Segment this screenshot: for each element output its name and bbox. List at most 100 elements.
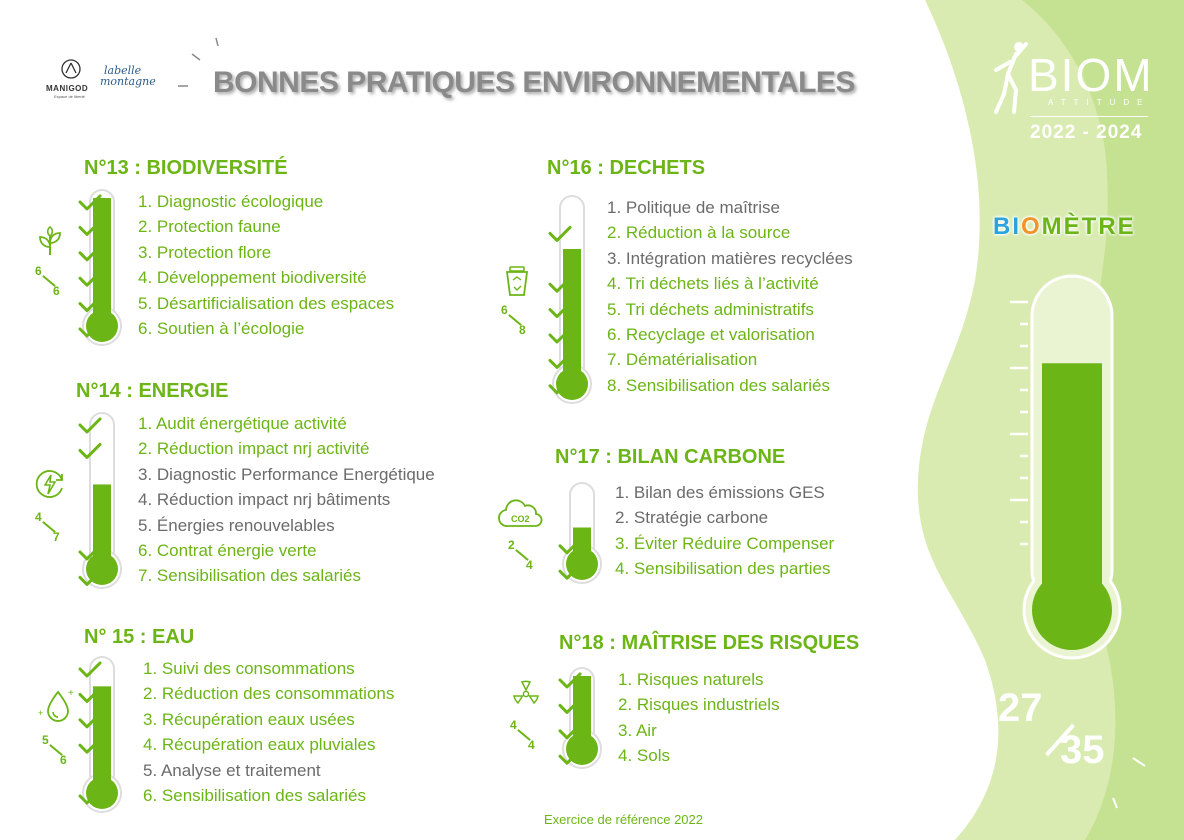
thermometer-energie <box>78 412 122 589</box>
runner-figure-icon <box>994 42 1028 114</box>
thermometer-fill <box>93 198 111 326</box>
check-icon <box>78 788 102 805</box>
section-title-biodiversite: N°13 : BIODIVERSITÉ <box>84 157 288 179</box>
check-icon <box>78 321 102 338</box>
check-icon <box>78 245 102 262</box>
svg-text:+: + <box>38 708 43 718</box>
check-icon <box>558 672 582 689</box>
practice-item: 2. Stratégie carbone <box>615 508 769 528</box>
practice-item: 5. Analyse et traitement <box>143 760 321 780</box>
practice-item: 3. Intégration matières recyclées <box>607 248 853 268</box>
thermometer-fill <box>573 676 591 749</box>
thermometer-fill <box>93 686 111 793</box>
score-rays-decoration <box>961 681 1146 809</box>
biometre-part-3: MÈTRE <box>1041 213 1136 240</box>
score-num: 6 <box>35 264 42 278</box>
rays-decoration <box>178 37 219 87</box>
practice-item: 4. Sensibilisation des parties <box>615 559 831 579</box>
biometre-bulb <box>1032 570 1112 650</box>
practice-item: 2. Réduction impact nrj activité <box>138 439 370 459</box>
plant-icon <box>39 226 61 255</box>
practice-item: 3. Protection flore <box>138 242 272 262</box>
practice-item: 5. Tri déchets administratifs <box>607 299 814 319</box>
check-icon <box>78 686 102 703</box>
thermometer-biodiversite <box>78 189 122 346</box>
thermometer-eau <box>78 656 122 813</box>
thermometer-dechets <box>548 195 592 404</box>
practice-item: 2. Réduction des consommations <box>143 684 395 704</box>
score-den: 4 <box>526 558 533 572</box>
check-icon <box>548 276 572 293</box>
practice-item: 2. Risques industriels <box>618 695 780 715</box>
thermometer-bilan-carbone <box>558 482 602 584</box>
thermometer-bulb <box>86 310 118 342</box>
practice-item: 6. Soutien à l’écologie <box>138 319 305 338</box>
practice-item: 1. Politique de maîtrise <box>607 198 780 217</box>
check-icon <box>78 219 102 236</box>
score-den: 8 <box>519 323 526 337</box>
practice-item: 1. Risques naturels <box>618 670 764 689</box>
manigod-logo-text: MANIGOD <box>46 84 89 93</box>
biometre-part-2: O <box>1021 213 1042 240</box>
check-icon <box>558 538 582 555</box>
check-icon <box>558 748 582 765</box>
labelle-montagne-logo: labelle montagne <box>100 64 156 94</box>
biometre-thermometer <box>1010 274 1122 660</box>
practice-item: 7. Sensibilisation des salariés <box>138 566 362 586</box>
score-den: 6 <box>53 284 60 298</box>
check-icon <box>78 296 102 313</box>
check-icon <box>558 723 582 740</box>
thermometer-fill <box>563 249 581 384</box>
score-den: 4 <box>528 738 535 752</box>
manigod-logo-tagline: Espace de liberté <box>54 94 85 99</box>
score-num: 2 <box>508 538 515 552</box>
practice-item: 6. Sensibilisation des salariés <box>143 786 367 805</box>
practice-item: 5. Énergies renouvelables <box>138 515 335 535</box>
manigod-emblem-icon <box>61 59 81 79</box>
check-icon <box>78 194 102 211</box>
check-icon <box>78 417 102 434</box>
practice-item: 3. Diagnostic Performance Energétique <box>138 464 435 484</box>
biometre-title: BIOMÈTRE <box>993 213 1136 241</box>
section-title-maitrise-risques: N°18 : MAÎTRISE DES RISQUES <box>559 632 860 654</box>
practice-item: 3. Air <box>618 720 657 740</box>
practice-item: 1. Audit énergétique activité <box>138 414 347 433</box>
check-icon <box>78 270 102 287</box>
practice-item: 6. Recyclage et valorisation <box>607 325 815 344</box>
practice-item: 3. Éviter Réduire Compenser <box>615 533 835 553</box>
practice-item: 4. Développement biodiversité <box>138 268 367 288</box>
section-title-dechets: N°16 : DECHETS <box>547 157 706 179</box>
practice-item: 4. Tri déchets liés à l’activité <box>607 274 819 294</box>
practice-item: 4. Récupération eaux pluviales <box>143 735 376 755</box>
practice-item: 1. Bilan des émissions GES <box>615 483 825 502</box>
labelle-logo-line1: labelle <box>104 64 142 77</box>
practice-item: 4. Réduction impact nrj bâtiments <box>138 490 391 510</box>
score-num: 6 <box>501 303 508 317</box>
practice-item: 7. Dématérialisation <box>607 350 758 370</box>
practice-item: 6. Contrat énergie verte <box>138 541 317 560</box>
co2-label: CO2 <box>511 514 530 524</box>
svg-text:+: + <box>68 688 74 699</box>
practice-item: 1. Diagnostic écologique <box>138 192 324 211</box>
check-icon <box>548 327 572 344</box>
score-den: 6 <box>60 753 67 767</box>
brand-subtitle: ATTITUDE <box>1048 98 1151 107</box>
check-icon <box>78 544 102 561</box>
practice-item: 3. Récupération eaux usées <box>143 709 355 729</box>
hazard-icon <box>513 680 539 705</box>
check-icon <box>78 737 102 754</box>
brand-years: 2022 - 2024 <box>1030 122 1143 143</box>
practice-item: 1. Suivi des consommations <box>143 659 355 678</box>
practice-item: 4. Sols <box>618 746 670 766</box>
brand-divider <box>1030 116 1148 117</box>
biometre-part-1: BI <box>993 213 1021 240</box>
brand-name: BIOM <box>1028 49 1154 101</box>
check-icon <box>548 225 572 242</box>
score-num: 4 <box>510 718 517 732</box>
check-icon <box>558 697 582 714</box>
